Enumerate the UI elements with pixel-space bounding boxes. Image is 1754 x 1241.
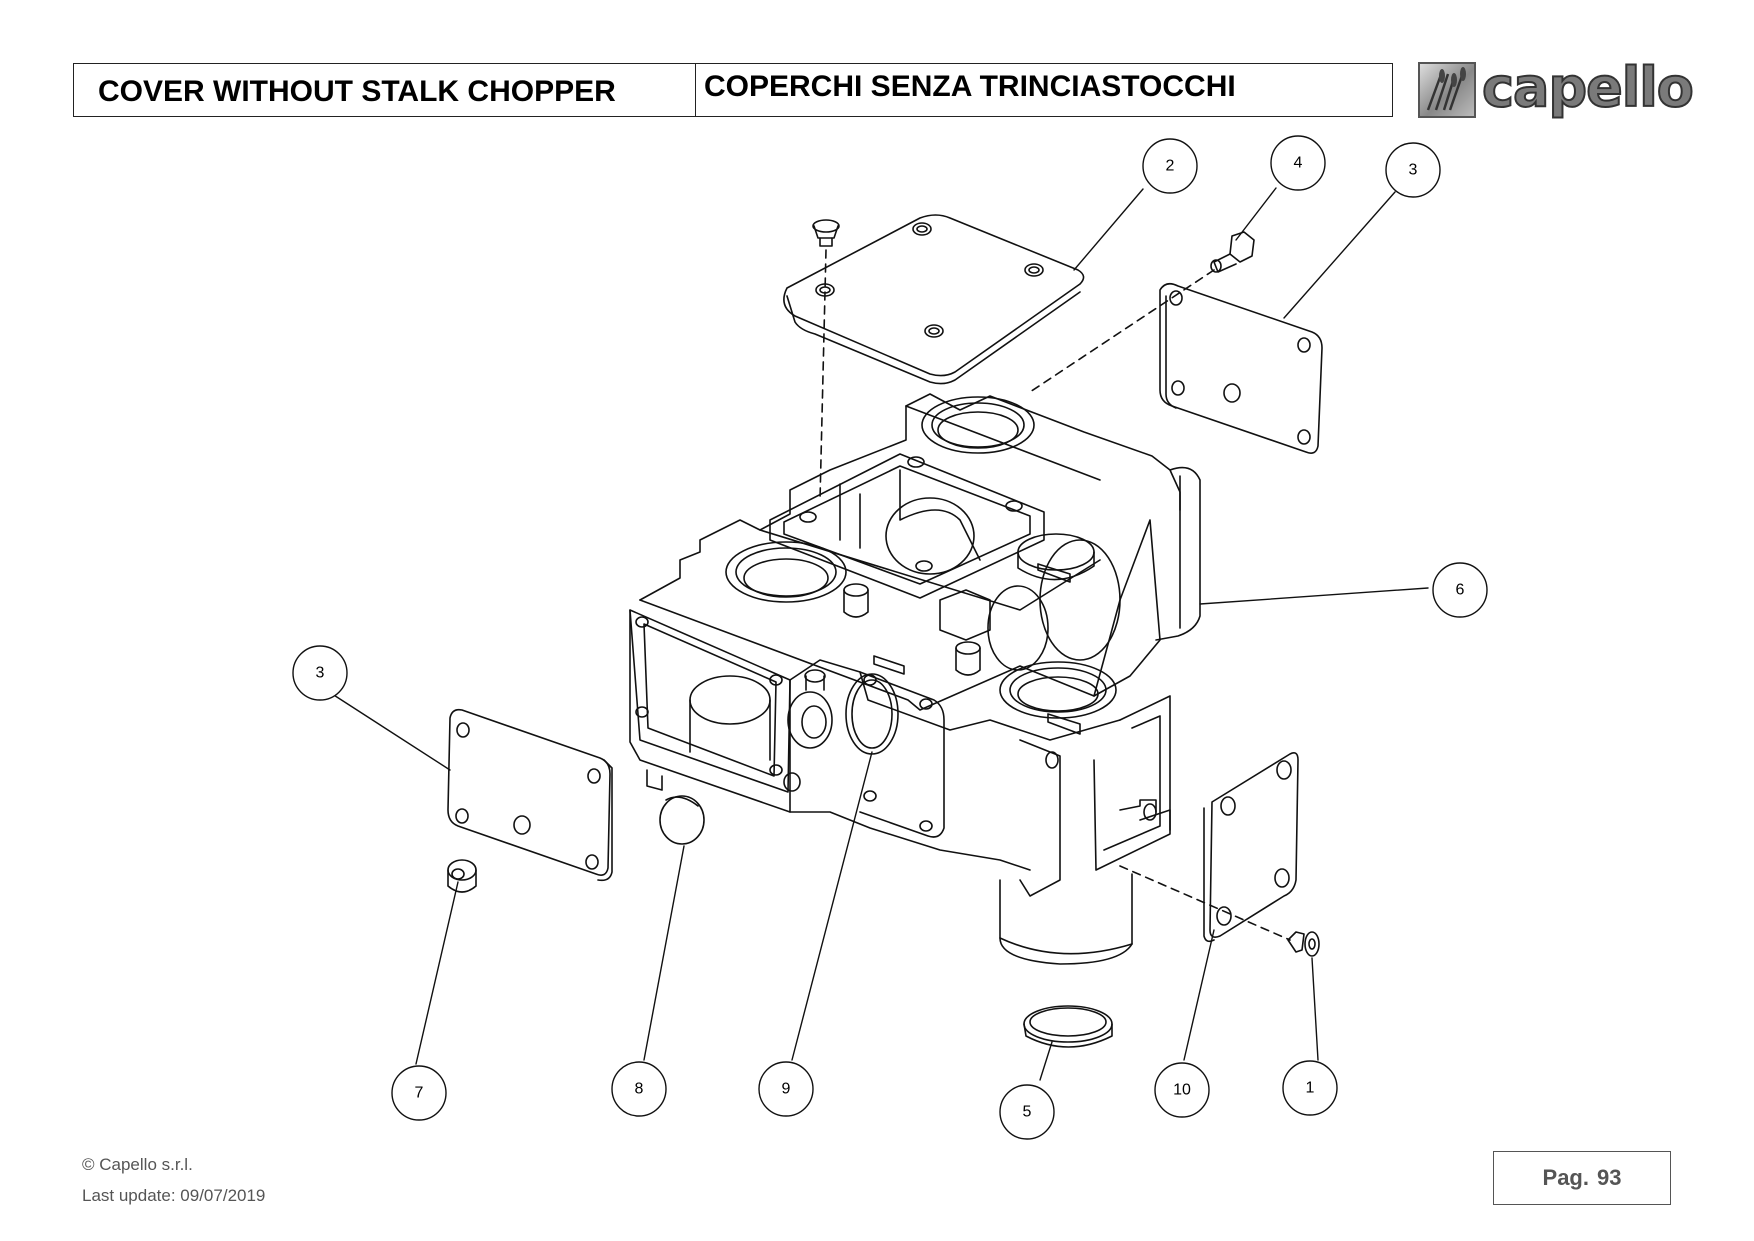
copyright-text: © Capello s.r.l. (82, 1155, 193, 1174)
callout-label-9: 9 (782, 1081, 791, 1098)
page-number-box: Pag. 93 (1493, 1151, 1671, 1205)
gearbox-housing (629, 393, 1201, 965)
callout-4 (1270, 135, 1326, 191)
small-nut-part-7 (447, 859, 477, 893)
countersunk-screw-1 (1287, 931, 1320, 957)
side-cover-plate-left (447, 708, 613, 882)
top-cover-plate (783, 214, 1085, 385)
bolt-part-4 (1210, 231, 1255, 273)
page-number: 93 (1596, 1165, 1622, 1190)
callout-label-5: 5 (1023, 1104, 1032, 1121)
title-italian: COPERCHI SENZA TRINCIASTOCCHI (704, 70, 1236, 103)
callout-6 (1432, 562, 1488, 618)
countersunk-screw-top (812, 219, 840, 247)
logo-wordmark: capello (1481, 55, 1695, 120)
title-block: COVER WITHOUT STALK CHOPPER COPERCHI SEN… (73, 63, 1393, 117)
last-update-text: Last update: 09/07/2019 (82, 1186, 266, 1205)
plug-part-8 (659, 795, 705, 845)
callout-label-1: 1 (1306, 1080, 1315, 1097)
callout-label-7: 7 (415, 1085, 424, 1102)
seal-ring-part-5 (1023, 1005, 1113, 1048)
leader-lines (325, 187, 1429, 1081)
callout-label-8: 8 (635, 1081, 644, 1098)
callout-label-4: 4 (1294, 155, 1303, 172)
callout-7 (391, 1065, 447, 1121)
callout-label-2: 2 (1166, 158, 1175, 175)
callout-8 (611, 1061, 667, 1117)
capello-logo: capello (1418, 55, 1695, 122)
callout-1 (1282, 1060, 1338, 1116)
callout-3-left (292, 645, 348, 701)
callout-5 (999, 1084, 1055, 1140)
callout-label-3-right: 3 (1409, 162, 1418, 179)
side-cover-plate-right (1159, 282, 1323, 454)
callout-9 (758, 1061, 814, 1117)
callout-label-3-left: 3 (316, 665, 325, 682)
callout-balloons (292, 135, 1488, 1140)
callout-3-right (1385, 142, 1441, 198)
page-label: Pag. (1542, 1165, 1589, 1190)
callout-10 (1154, 1062, 1210, 1118)
callout-label-6: 6 (1456, 582, 1465, 599)
callout-label-10: 10 (1173, 1082, 1191, 1099)
front-cover-plate-10 (1203, 752, 1299, 943)
wheat-emblem-icon (1418, 62, 1476, 118)
title-english: COVER WITHOUT STALK CHOPPER (74, 64, 696, 116)
callout-2 (1142, 138, 1198, 194)
